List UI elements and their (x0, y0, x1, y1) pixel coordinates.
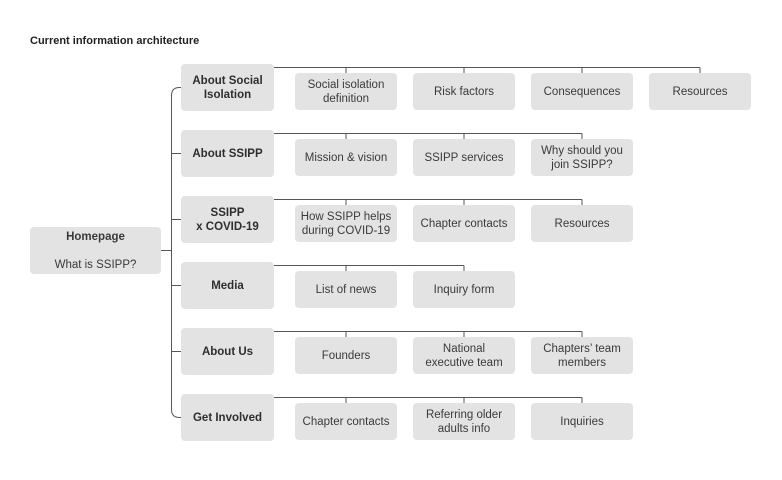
category-node: SSIPP x COVID-19 (181, 196, 274, 243)
category-node: About SSIPP (181, 130, 274, 177)
child-node: Chapter contacts (413, 205, 515, 242)
diagram-title: Current information architecture (30, 35, 200, 47)
child-node: Risk factors (413, 73, 515, 110)
spine-connector (171, 87, 181, 418)
child-node: Chapter contacts (295, 403, 397, 440)
child-node: National executive team (413, 337, 515, 374)
child-node: Founders (295, 337, 397, 374)
child-node: SSIPP services (413, 139, 515, 176)
root-node-homepage: Homepage What is SSIPP? (30, 227, 161, 274)
child-node: Mission & vision (295, 139, 397, 176)
child-node: Chapters’ team members (531, 337, 633, 374)
child-node: List of news (295, 271, 397, 308)
category-node: Get Involved (181, 394, 274, 441)
child-node: Inquiry form (413, 271, 515, 308)
child-node: Inquiries (531, 403, 633, 440)
child-node: Consequences (531, 73, 633, 110)
root-label-sub: What is SSIPP? (54, 258, 137, 271)
child-node: Resources (649, 73, 751, 110)
child-node: Referring older adults info (413, 403, 515, 440)
child-node: Why should you join SSIPP? (531, 139, 633, 176)
child-node: Resources (531, 205, 633, 242)
category-node: About Us (181, 328, 274, 375)
category-node: Media (181, 262, 274, 309)
child-node: Social isolation definition (295, 73, 397, 110)
category-node: About Social Isolation (181, 64, 274, 111)
root-label-main: Homepage (66, 230, 125, 243)
child-node: How SSIPP helps during COVID-19 (295, 205, 397, 242)
